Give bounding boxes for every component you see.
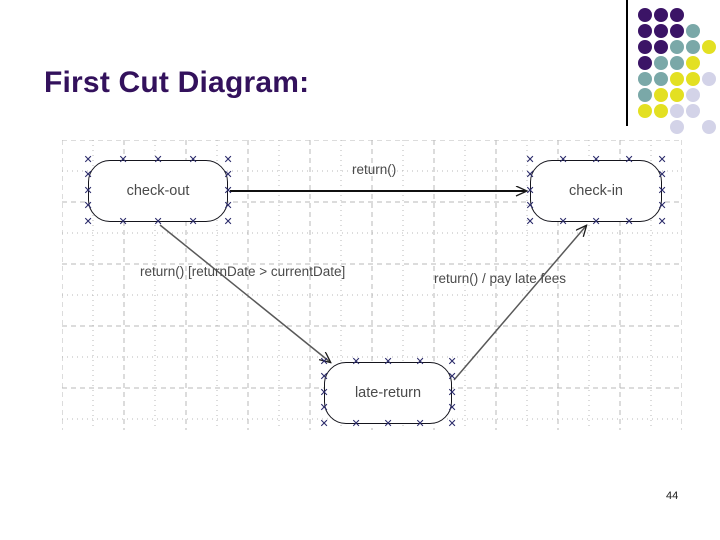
selection-handle[interactable]: ✕	[624, 153, 634, 166]
selection-handle[interactable]: ✕	[525, 200, 535, 212]
decoration-dot	[686, 104, 700, 118]
selection-handle[interactable]: ✕	[83, 200, 93, 212]
state-node-check-out[interactable]: check-out	[88, 160, 228, 222]
decoration-dot	[638, 72, 652, 86]
selection-handle[interactable]: ✕	[558, 153, 568, 166]
selection-handle[interactable]: ✕	[624, 215, 634, 228]
state-diagram: check-out ✕ ✕ ✕ ✕ ✕ ✕ ✕ ✕ ✕ ✕ ✕ ✕ ✕ ✕ ✕ ✕ check-in ✕ ✕ ✕ ✕ ✕ ✕ ✕…	[62, 140, 682, 430]
decoration-dot	[686, 72, 700, 86]
decoration-dot	[686, 40, 700, 54]
page-title: First Cut Diagram:	[44, 66, 310, 99]
decoration-dot	[654, 56, 668, 70]
decoration-dot	[686, 24, 700, 38]
selection-handle[interactable]: ✕	[319, 371, 329, 383]
selection-handle[interactable]: ✕	[153, 153, 163, 166]
selection-handle[interactable]: ✕	[447, 417, 457, 430]
decoration-dot	[670, 104, 684, 118]
transition-arrow-latereturn-checkin	[453, 226, 586, 381]
decoration-dot	[638, 104, 652, 118]
decoration-dot	[702, 72, 716, 86]
selection-handle[interactable]: ✕	[447, 386, 457, 399]
decoration-dot	[654, 40, 668, 54]
selection-handle[interactable]: ✕	[351, 355, 361, 368]
selection-handle[interactable]: ✕	[319, 386, 329, 399]
decoration-dot	[654, 88, 668, 102]
decoration-dot	[702, 40, 716, 54]
decoration-dot	[638, 88, 652, 102]
selection-handle[interactable]: ✕	[223, 184, 233, 197]
selection-handle[interactable]: ✕	[591, 215, 601, 228]
decoration-dot	[638, 8, 652, 22]
selection-handle[interactable]: ✕	[383, 355, 393, 368]
selection-handle[interactable]: ✕	[118, 215, 128, 228]
selection-handle[interactable]: ✕	[153, 215, 163, 228]
decoration-dot	[702, 120, 716, 134]
selection-handle[interactable]: ✕	[415, 417, 425, 430]
selection-handle[interactable]: ✕	[447, 402, 457, 414]
transition-label-t1: return()	[352, 162, 397, 177]
decoration-dot	[654, 8, 668, 22]
selection-handle[interactable]: ✕	[118, 153, 128, 166]
decoration-dot	[670, 8, 684, 22]
selection-handle[interactable]: ✕	[447, 371, 457, 383]
selection-handle[interactable]: ✕	[188, 215, 198, 228]
selection-handle[interactable]: ✕	[657, 169, 667, 181]
page-number: 44	[666, 490, 679, 502]
selection-handle[interactable]: ✕	[657, 200, 667, 212]
state-node-check-in[interactable]: check-in	[530, 160, 662, 222]
selection-handle[interactable]: ✕	[83, 215, 93, 228]
transition-edges	[159, 140, 682, 381]
decoration-dot	[686, 88, 700, 102]
transition-label-t2: return() [returnDate > currentDate]	[140, 264, 346, 279]
selection-handle[interactable]: ✕	[351, 417, 361, 430]
header-divider-line	[626, 0, 628, 126]
selection-handle[interactable]: ✕	[558, 215, 568, 228]
decoration-dot	[670, 72, 684, 86]
decoration-dot	[638, 24, 652, 38]
state-node-label: check-in	[569, 183, 623, 199]
transition-arrow-checkout-latereturn	[159, 224, 330, 362]
selection-handle[interactable]: ✕	[591, 153, 601, 166]
state-nodes: check-out ✕ ✕ ✕ ✕ ✕ ✕ ✕ ✕ ✕ ✕ ✕ ✕ ✕ ✕ ✕ ✕ check-in ✕ ✕ ✕ ✕ ✕ ✕ ✕…	[62, 140, 682, 430]
decoration-dot	[670, 120, 684, 134]
decoration-dot	[654, 104, 668, 118]
selection-handle[interactable]: ✕	[525, 215, 535, 228]
selection-handle[interactable]: ✕	[525, 184, 535, 197]
decoration-dot	[670, 56, 684, 70]
decoration-dot	[654, 24, 668, 38]
selection-handle[interactable]: ✕	[83, 184, 93, 197]
decoration-dot	[654, 72, 668, 86]
decoration-dot	[638, 56, 652, 70]
selection-handle[interactable]: ✕	[657, 215, 667, 228]
selection-handle[interactable]: ✕	[383, 417, 393, 430]
selection-handle[interactable]: ✕	[657, 184, 667, 197]
dot-matrix-decoration	[638, 8, 720, 134]
decoration-dot	[670, 24, 684, 38]
selection-handle[interactable]: ✕	[415, 355, 425, 368]
selection-handle[interactable]: ✕	[223, 153, 233, 166]
selection-handle[interactable]: ✕	[319, 402, 329, 414]
selection-handle[interactable]: ✕	[657, 153, 667, 166]
selection-handle[interactable]: ✕	[223, 215, 233, 228]
decoration-dot	[638, 40, 652, 54]
selection-handle[interactable]: ✕	[525, 153, 535, 166]
selection-handle[interactable]: ✕	[188, 153, 198, 166]
selection-handle[interactable]: ✕	[223, 169, 233, 181]
state-node-label: check-out	[126, 183, 190, 199]
transition-label-t3: return() / pay late fees	[434, 271, 567, 286]
selection-handle[interactable]: ✕	[319, 417, 329, 430]
selection-handle[interactable]: ✕	[83, 169, 93, 181]
selection-handle[interactable]: ✕	[525, 169, 535, 181]
selection-handle[interactable]: ✕	[447, 355, 457, 368]
selection-handle[interactable]: ✕	[223, 200, 233, 212]
decoration-dot	[670, 88, 684, 102]
decoration-dot	[686, 56, 700, 70]
selection-handle[interactable]: ✕	[83, 153, 93, 166]
state-node-late-return[interactable]: late-return	[324, 362, 452, 424]
decoration-dot	[670, 40, 684, 54]
state-node-label: late-return	[354, 385, 422, 401]
selection-handle[interactable]: ✕	[319, 355, 329, 368]
